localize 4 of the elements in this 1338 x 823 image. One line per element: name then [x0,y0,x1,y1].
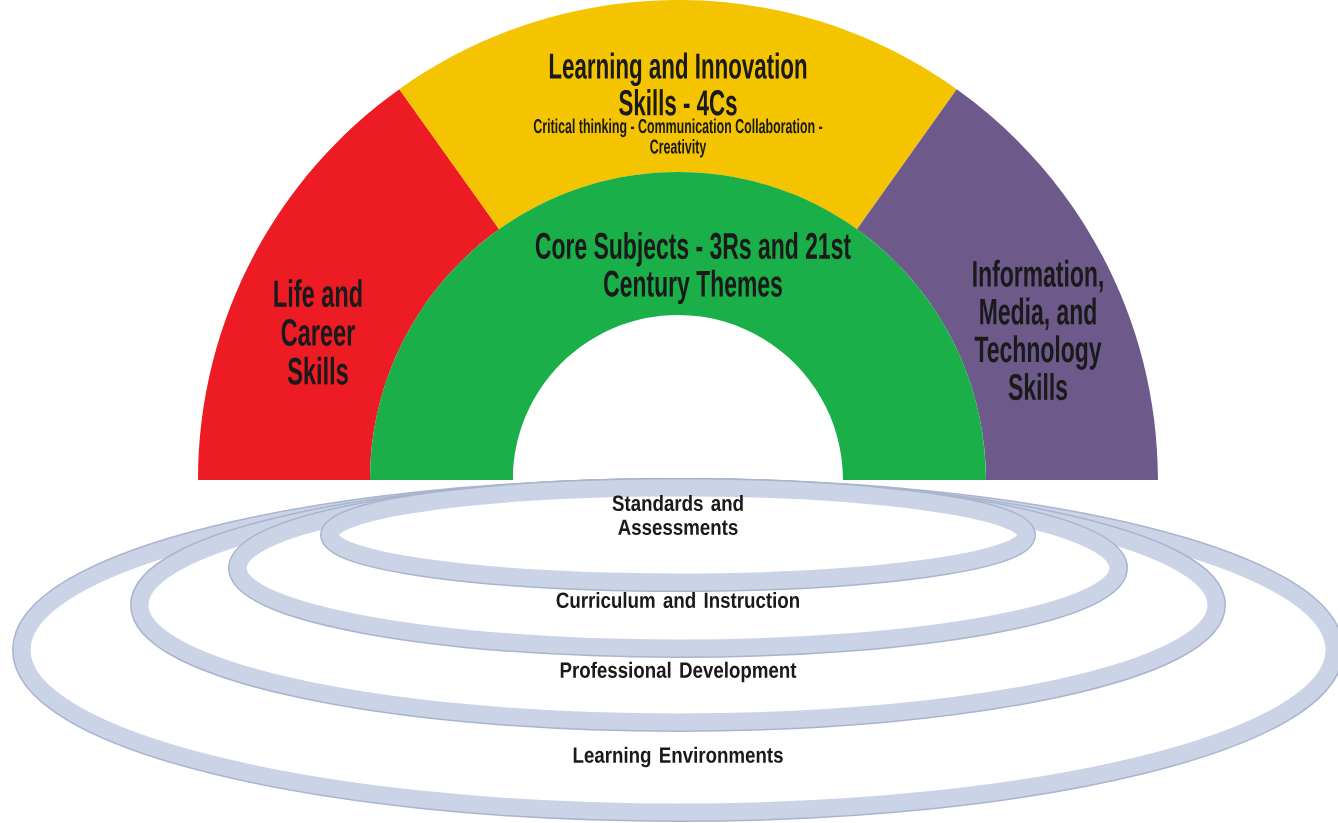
ring-band: Standards and Assessments [320,478,1036,592]
skill-band: Information, Media, and Technology Skills [856,89,1158,481]
skill-band: Life and Career Skills [198,89,500,480]
skill-band: Learning and Innovation Skills - 4Cs Critical thinking - Communication Collaboration - Creativity [399,0,957,230]
